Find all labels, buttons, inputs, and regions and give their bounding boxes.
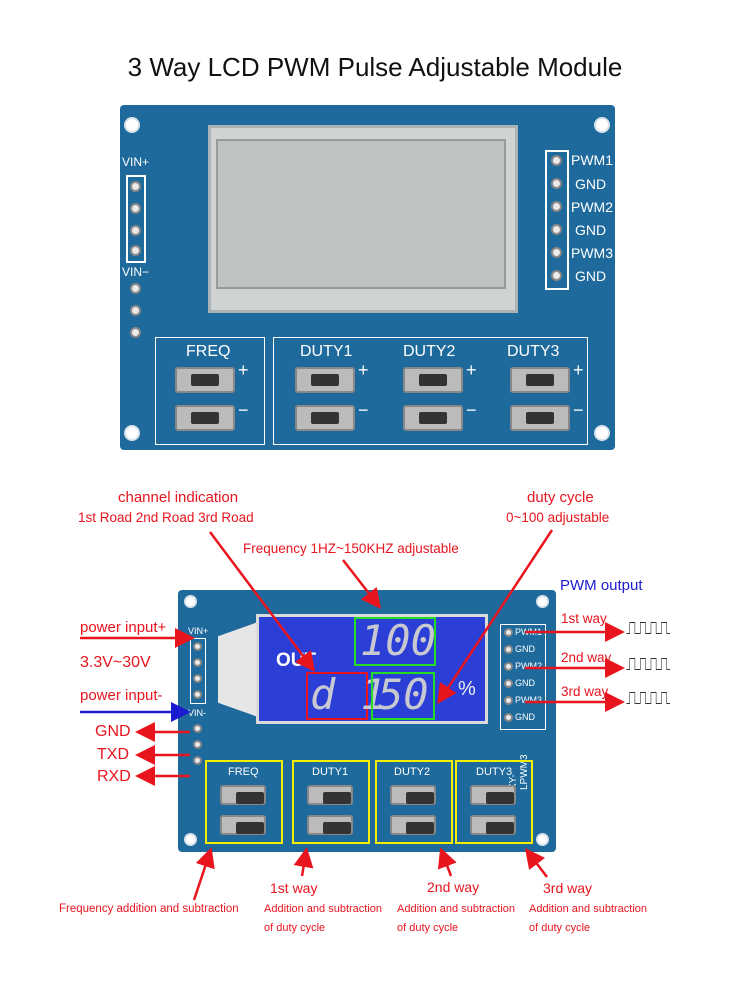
duty1-button-annotation-line2: of duty cycle — [264, 922, 326, 934]
duty-cycle-title: duty cycle — [527, 489, 594, 506]
pwm3-label: PWM3 — [515, 695, 542, 705]
mount-hole — [594, 117, 610, 133]
way2-output-label: 2nd way — [561, 650, 612, 665]
duty-cycle-subtitle: 0~100 adjustable — [506, 510, 610, 525]
gnd-annotation: GND — [95, 723, 131, 740]
duty3-minus-button[interactable] — [470, 815, 516, 835]
lcd-channel: d 1 — [310, 670, 386, 719]
pwm-waveform-icon: ⎍⎍⎍⎍ — [626, 688, 670, 709]
page-title: 3 Way LCD PWM Pulse Adjustable Module — [127, 52, 623, 82]
vin-minus-label: VIN- — [188, 708, 206, 718]
minus-sign: − — [238, 400, 249, 420]
duty2-label: DUTY2 — [403, 343, 456, 360]
way1-output-label: 1st way — [561, 611, 607, 626]
plus-sign: + — [573, 360, 584, 380]
vin-plus-label: VIN+ — [188, 626, 209, 636]
voltage-range-label: 3.3V~30V — [80, 654, 151, 671]
gnd-label: GND — [515, 678, 535, 688]
top-board: VIN+ VIN− PWM1 GND PWM2 GND PWM3 GND FRE… — [120, 105, 615, 450]
minus-sign: − — [466, 400, 477, 420]
duty2-plus-button[interactable] — [403, 367, 463, 393]
duty1-plus-button[interactable] — [307, 785, 353, 805]
pwm2-label: PWM2 — [571, 199, 613, 215]
freq-label: FREQ — [186, 343, 231, 360]
duty1-minus-button[interactable] — [307, 815, 353, 835]
duty3-label: DUTY3 — [476, 766, 513, 778]
duty3-button-annotation-line2: of duty cycle — [529, 922, 591, 934]
lcd-duty: 50 — [378, 670, 429, 719]
pwm1-label: PWM1 — [571, 152, 613, 168]
vin-minus-label: VIN− — [122, 265, 150, 279]
txd-annotation: TXD — [97, 746, 129, 763]
duty2-minus-button[interactable] — [390, 815, 436, 835]
freq-minus-button[interactable] — [175, 405, 235, 431]
rxd-annotation: RXD — [97, 768, 131, 785]
plus-sign: + — [358, 360, 369, 380]
channel-indication-subtitle: 1st Road 2nd Road 3rd Road — [78, 510, 254, 525]
pwm3-label: PWM3 — [571, 245, 613, 261]
bottom-board: OUT 100 d 1 50 % VIN+ VIN- PWM1 GND PWM2… — [178, 590, 556, 852]
duty1-plus-button[interactable] — [295, 367, 355, 393]
duty2-button-annotation-line2: of duty cycle — [397, 922, 459, 934]
pwm2-label: PWM2 — [515, 661, 542, 671]
duty1-minus-button[interactable] — [295, 405, 355, 431]
mount-hole — [124, 117, 140, 133]
duty3-minus-button[interactable] — [510, 405, 570, 431]
duty2-plus-button[interactable] — [390, 785, 436, 805]
gnd-label: GND — [575, 268, 607, 284]
vin-plus-label: VIN+ — [122, 155, 150, 169]
duty2-button-annotation: Addition and subtraction — [397, 903, 516, 915]
duty2-minus-button[interactable] — [403, 405, 463, 431]
pwm-waveform-icon: ⎍⎍⎍⎍ — [626, 618, 670, 639]
freq-label: FREQ — [228, 766, 259, 778]
duty1-label: DUTY1 — [300, 343, 353, 360]
frequency-annotation: Frequency 1HZ~150KHZ adjustable — [243, 541, 459, 556]
pwm-output-label: PWM output — [560, 577, 643, 594]
gnd-label: GND — [575, 176, 607, 192]
duty3-plus-button[interactable] — [470, 785, 516, 805]
duty1-label: DUTY1 — [312, 766, 349, 778]
duty1-button-annotation: Addition and subtraction — [264, 903, 383, 915]
lcd-percent: % — [458, 678, 476, 700]
freq-plus-button[interactable] — [220, 785, 266, 805]
lcd-frequency: 100 — [360, 616, 436, 665]
duty3-label: DUTY3 — [507, 343, 560, 360]
minus-sign: − — [358, 400, 369, 420]
gnd-label: GND — [515, 644, 535, 654]
mount-hole — [124, 425, 140, 441]
duty2-label: DUTY2 — [394, 766, 431, 778]
pwm-waveform-icon: ⎍⎍⎍⎍ — [626, 654, 670, 675]
way3-output-label: 3rd way — [561, 684, 609, 699]
plus-sign: + — [238, 360, 249, 380]
gnd-label: GND — [515, 712, 535, 722]
minus-sign: − — [573, 400, 584, 420]
way3-button-label: 3rd way — [543, 880, 593, 896]
channel-indication-title: channel indication — [118, 489, 239, 506]
gnd-label: GND — [575, 222, 607, 238]
way1-button-label: 1st way — [270, 880, 318, 896]
mount-hole — [594, 425, 610, 441]
freq-plus-button[interactable] — [175, 367, 235, 393]
way2-button-label: 2nd way — [427, 879, 480, 895]
duty3-button-annotation: Addition and subtraction — [529, 903, 648, 915]
freq-minus-button[interactable] — [220, 815, 266, 835]
duty3-plus-button[interactable] — [510, 367, 570, 393]
plus-sign: + — [466, 360, 477, 380]
power-input-minus-label: power input- — [80, 687, 163, 704]
power-input-plus-label: power input+ — [80, 619, 167, 636]
freq-button-annotation: Frequency addition and subtraction — [59, 903, 239, 915]
